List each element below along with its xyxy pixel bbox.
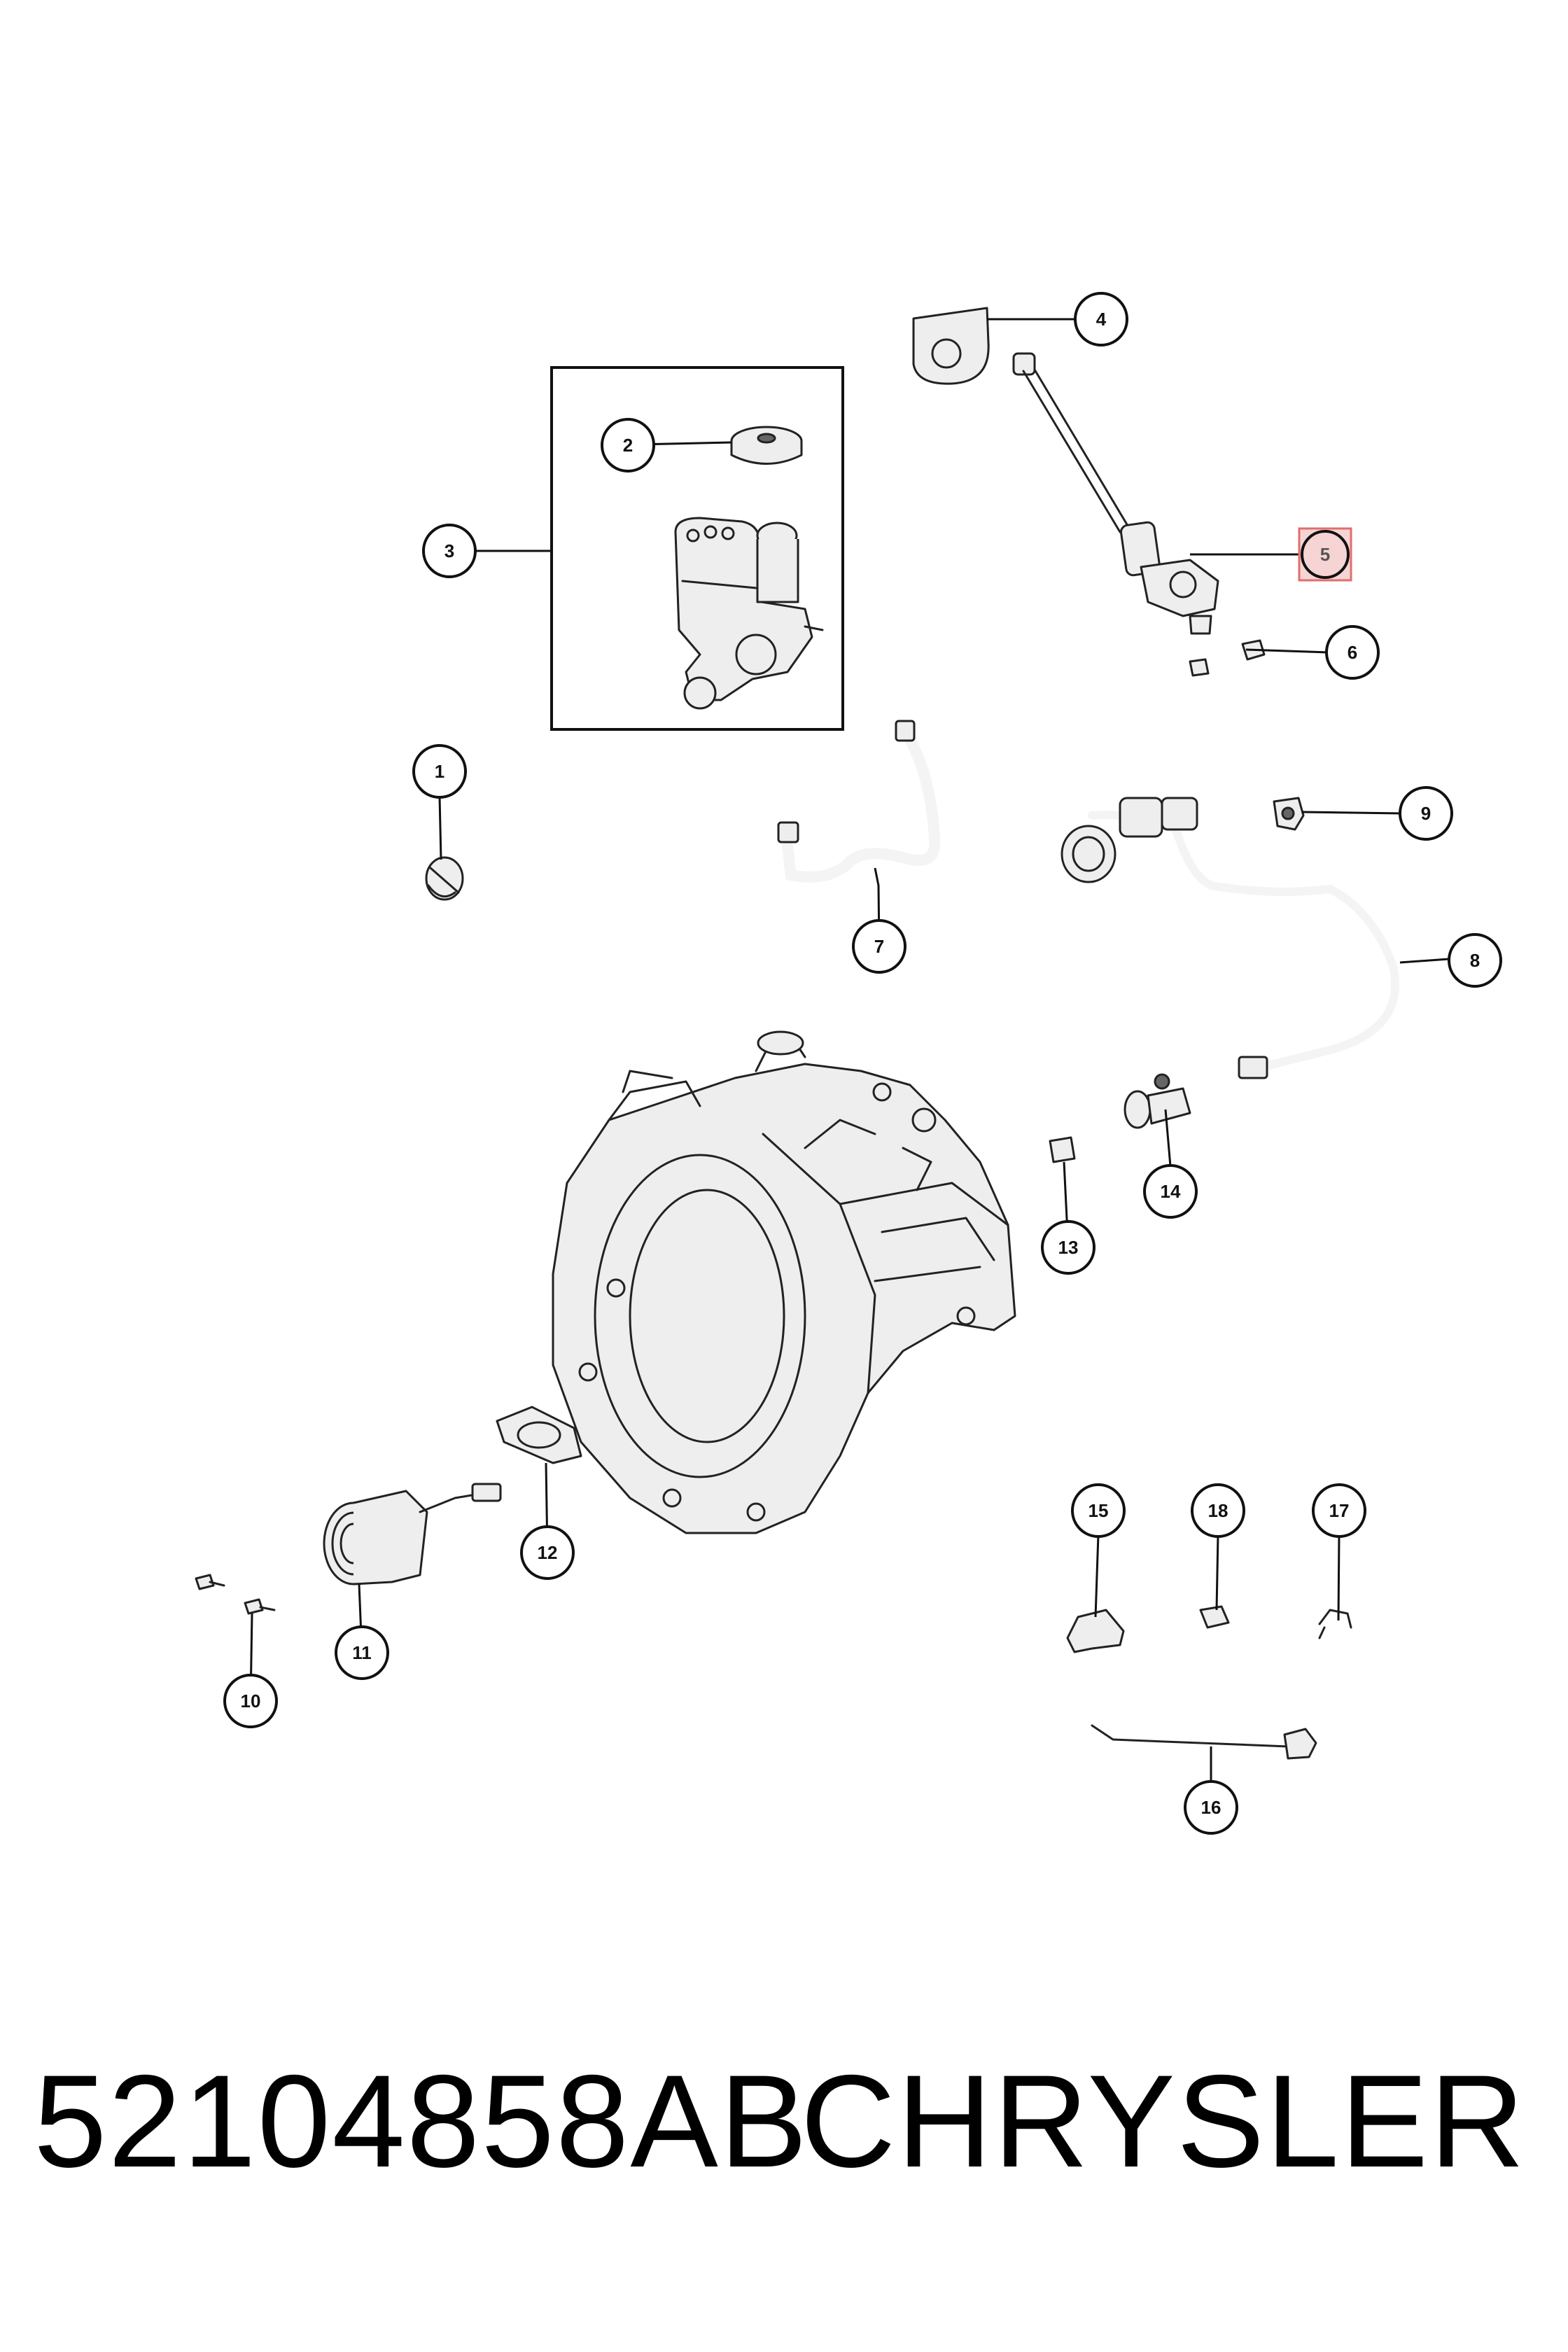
callout-18: 18 bbox=[1191, 1483, 1245, 1538]
part-18-clip bbox=[1199, 1605, 1230, 1629]
callout-5: 5 bbox=[1298, 527, 1352, 582]
svg-text:14: 14 bbox=[1161, 1181, 1181, 1202]
part-6-clips bbox=[1189, 639, 1266, 677]
callout-10: 10 bbox=[223, 1674, 278, 1728]
part-13-cap bbox=[1049, 1136, 1076, 1163]
svg-text:5: 5 bbox=[1320, 544, 1330, 565]
svg-text:18: 18 bbox=[1208, 1500, 1228, 1521]
callout-14: 14 bbox=[1143, 1164, 1198, 1219]
callout-13: 13 bbox=[1041, 1220, 1096, 1275]
svg-text:4: 4 bbox=[1096, 309, 1107, 330]
callout-11: 11 bbox=[335, 1625, 389, 1680]
callout-7: 7 bbox=[852, 919, 906, 974]
part-17-clip bbox=[1318, 1609, 1352, 1639]
svg-text:15: 15 bbox=[1088, 1500, 1109, 1521]
part-12-seal bbox=[496, 1406, 582, 1464]
svg-text:11: 11 bbox=[352, 1642, 372, 1663]
svg-text:16: 16 bbox=[1201, 1797, 1222, 1818]
svg-text:12: 12 bbox=[538, 1542, 558, 1563]
part-11-slave-cylinder bbox=[323, 1483, 502, 1586]
svg-text:9: 9 bbox=[1421, 803, 1431, 824]
transmission-assembly bbox=[552, 1030, 1016, 1534]
part-14-fitting bbox=[1124, 1073, 1191, 1129]
svg-text:1: 1 bbox=[435, 761, 444, 782]
part-8-line bbox=[1060, 797, 1400, 1079]
callout-9: 9 bbox=[1399, 786, 1453, 841]
svg-text:17: 17 bbox=[1329, 1500, 1350, 1521]
part-5-master-cylinder bbox=[1012, 352, 1219, 635]
part-number: 52104858AB bbox=[34, 2047, 809, 2194]
part-15-bracket bbox=[1066, 1609, 1125, 1653]
part-9-fitting bbox=[1273, 797, 1305, 831]
part-4-bracket bbox=[912, 307, 990, 385]
brand-name: CHRYSLER bbox=[800, 2047, 1526, 2194]
part-1-clip bbox=[425, 856, 464, 901]
svg-text:6: 6 bbox=[1348, 642, 1357, 663]
svg-text:8: 8 bbox=[1470, 950, 1480, 971]
callout-2: 2 bbox=[601, 418, 655, 472]
svg-text:10: 10 bbox=[241, 1690, 261, 1712]
svg-text:7: 7 bbox=[874, 936, 884, 957]
svg-text:2: 2 bbox=[623, 435, 633, 456]
callout-4: 4 bbox=[1074, 292, 1128, 346]
callout-6: 6 bbox=[1325, 625, 1380, 680]
footer: 52104858AB CHRYSLER bbox=[0, 2051, 1568, 2191]
callout-17: 17 bbox=[1312, 1483, 1366, 1538]
part-3-group-box bbox=[550, 366, 844, 731]
svg-text:3: 3 bbox=[444, 540, 454, 561]
callout-1: 1 bbox=[412, 744, 467, 799]
callout-15: 15 bbox=[1071, 1483, 1126, 1538]
callout-16: 16 bbox=[1184, 1780, 1238, 1835]
callout-12: 12 bbox=[520, 1525, 575, 1580]
part-3-master-cylinder bbox=[674, 517, 824, 710]
callout-3: 3 bbox=[422, 524, 477, 578]
svg-text:13: 13 bbox=[1058, 1237, 1079, 1258]
part-10-bolts bbox=[195, 1574, 276, 1615]
callout-8: 8 bbox=[1448, 933, 1502, 988]
part-2-cap bbox=[730, 426, 803, 465]
part-7-hose bbox=[777, 720, 941, 883]
part-16-sensor bbox=[1091, 1724, 1317, 1760]
